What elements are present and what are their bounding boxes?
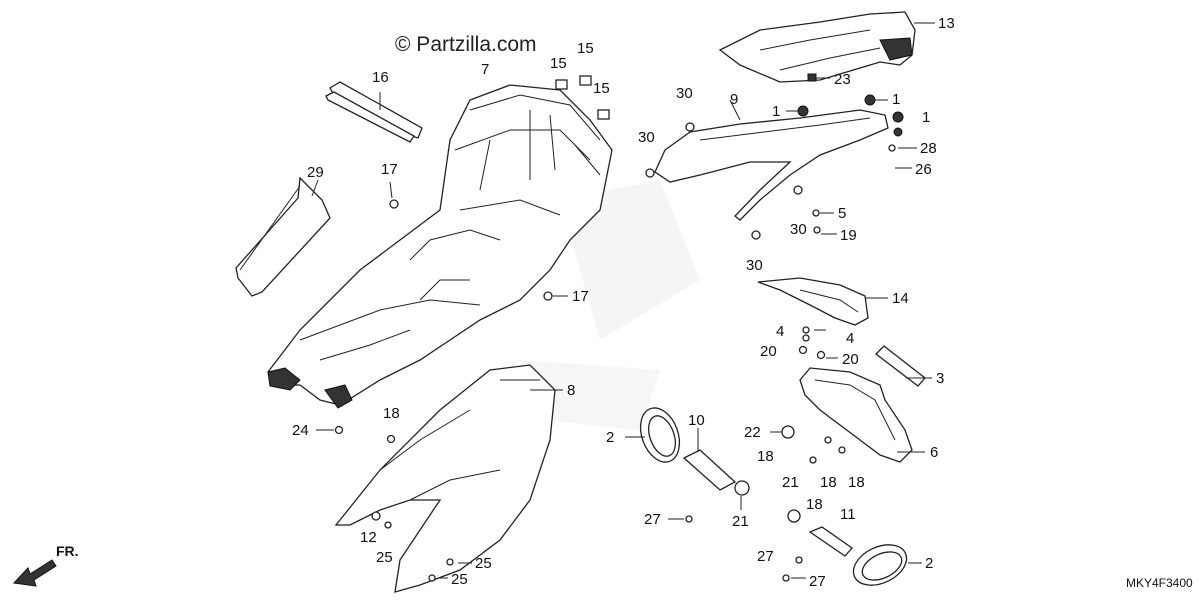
part-10-stay[interactable] (682, 449, 750, 496)
callout-29: 29 (307, 164, 324, 181)
part-14-guard[interactable] (757, 277, 869, 326)
part-13-tail-cowl[interactable] (718, 11, 916, 83)
part-15-clips[interactable] (555, 75, 610, 120)
callout-4: 4 (776, 323, 784, 340)
callout-18: 18 (820, 474, 837, 491)
callout-30: 30 (790, 221, 807, 238)
callout-1: 1 (922, 109, 930, 126)
part-3-reflector[interactable] (875, 345, 926, 387)
callout-5: 5 (838, 205, 846, 222)
callout-15: 15 (593, 80, 610, 97)
callout-15: 15 (577, 40, 594, 57)
svg-text:FR.: FR. (56, 543, 79, 559)
callout-18: 18 (848, 474, 865, 491)
part-2-reflector-right[interactable] (847, 537, 913, 593)
callout-18: 18 (806, 496, 823, 513)
callout-21: 21 (732, 513, 749, 530)
callout-2: 2 (606, 429, 614, 446)
fasteners[interactable] (334, 73, 904, 582)
callout-18: 18 (757, 448, 774, 465)
callout-20: 20 (842, 351, 859, 368)
part-8-lower-panel[interactable] (334, 364, 556, 593)
callout-labels: 13 23 30 9 1 1 1 30 28 26 5 30 19 30 14 … (292, 15, 955, 590)
callout-30: 30 (676, 85, 693, 102)
part-29-cover[interactable] (235, 176, 331, 297)
callout-17: 17 (381, 161, 398, 178)
callout-8: 8 (567, 382, 575, 399)
part-9-bracket[interactable] (654, 109, 889, 221)
callout-23: 23 (834, 71, 851, 88)
callout-24: 24 (292, 422, 309, 439)
front-arrow-icon (12, 559, 57, 587)
callout-13: 13 (938, 15, 955, 32)
callout-17: 17 (572, 288, 589, 305)
callout-27: 27 (809, 573, 826, 590)
callout-9: 9 (730, 91, 738, 108)
callout-30: 30 (638, 129, 655, 146)
callout-11: 11 (840, 506, 856, 523)
callout-12: 12 (360, 529, 377, 546)
callout-3: 3 (936, 370, 944, 387)
dotted-guide-area (520, 180, 700, 430)
part-6-license-bracket[interactable] (799, 367, 913, 463)
callout-27: 27 (757, 548, 774, 565)
callout-25: 25 (376, 549, 393, 566)
callout-7: 7 (481, 61, 489, 78)
callout-10: 10 (688, 412, 705, 429)
part-7-rear-fender[interactable] (267, 84, 613, 409)
leader-lines (311, 22, 935, 579)
callout-25: 25 (451, 571, 468, 588)
part-11-stay[interactable] (787, 509, 853, 557)
callout-25: 25 (475, 555, 492, 572)
callout-2: 2 (925, 555, 933, 572)
callout-6: 6 (930, 444, 938, 461)
part-2-reflector-left[interactable] (634, 403, 687, 468)
part-16-strap[interactable] (325, 81, 423, 143)
callout-30: 30 (746, 257, 763, 274)
callout-21: 21 (782, 474, 799, 491)
callout-1: 1 (892, 91, 900, 108)
callout-19: 19 (840, 227, 857, 244)
callout-4: 4 (846, 330, 854, 347)
callout-20: 20 (760, 343, 777, 360)
callout-14: 14 (892, 290, 909, 307)
callout-28: 28 (920, 140, 937, 157)
front-direction-indicator: FR. (12, 543, 79, 587)
callout-1: 1 (772, 103, 780, 120)
callout-22: 22 (744, 424, 761, 441)
callout-26: 26 (915, 161, 932, 178)
diagram-code: MKY4F3400 (1126, 576, 1193, 590)
callout-15: 15 (550, 55, 567, 72)
callout-27: 27 (644, 511, 661, 528)
watermark-text: © Partzilla.com (395, 33, 537, 56)
callout-18: 18 (383, 405, 400, 422)
callout-16: 16 (372, 69, 389, 86)
